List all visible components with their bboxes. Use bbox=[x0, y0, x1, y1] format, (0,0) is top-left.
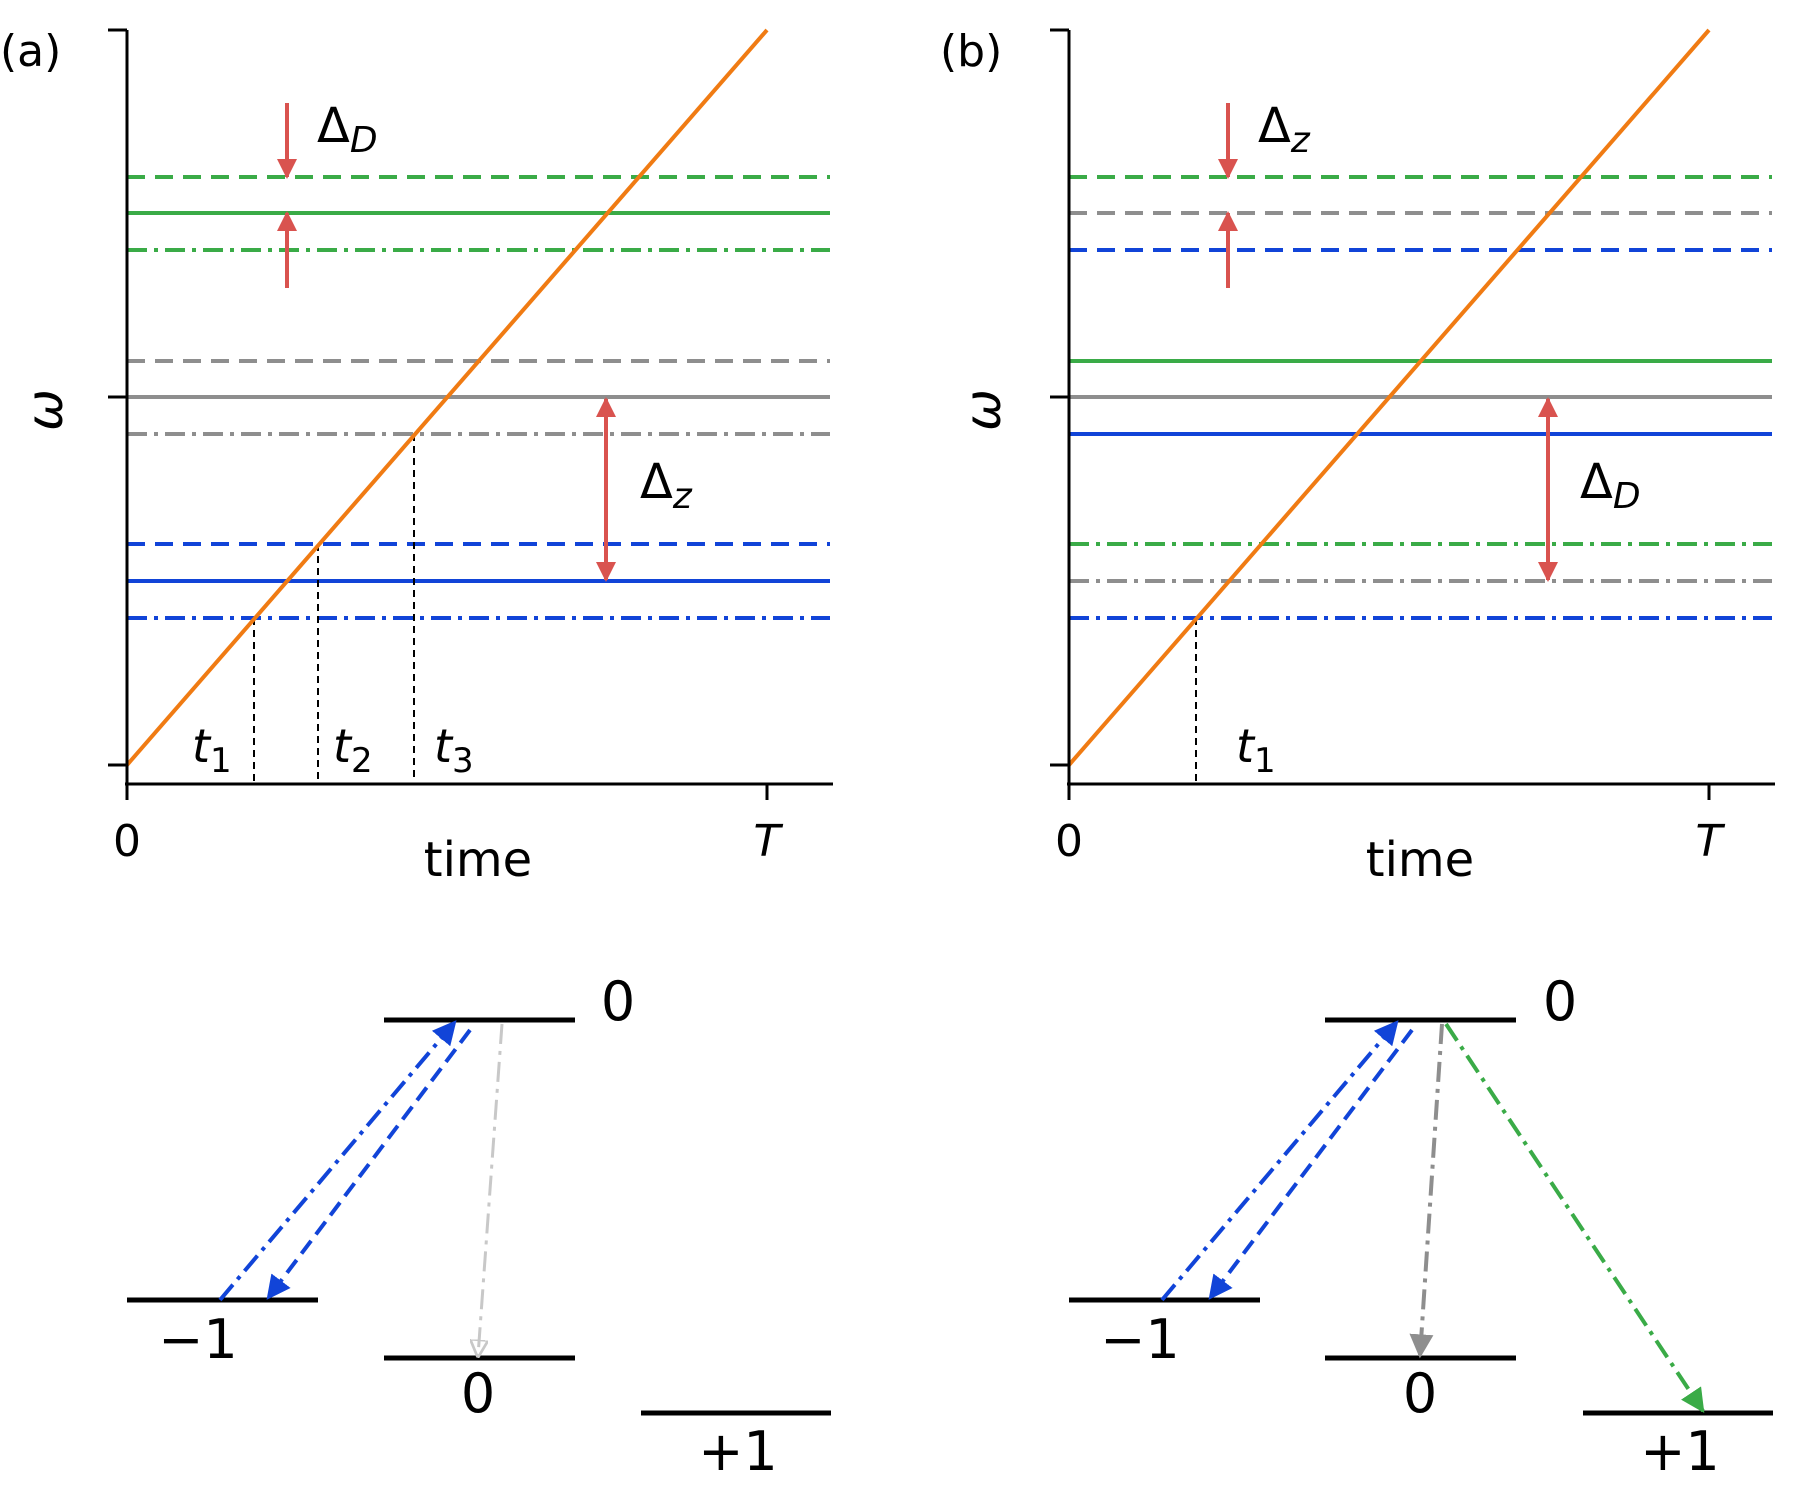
gray-dashdot-transition-arrow bbox=[1409, 1023, 1444, 1359]
green-dashdot-transition-arrow bbox=[1444, 1022, 1705, 1413]
level-diagram-a: 0 −1 0 +1 bbox=[127, 970, 831, 1483]
blue-dashdot-transition-arrow bbox=[1160, 1020, 1399, 1302]
frequency-sweep-line bbox=[1067, 28, 1711, 767]
level-top-label: 0 bbox=[1543, 970, 1577, 1033]
time-label-t1: t1 bbox=[192, 719, 232, 781]
delta-top-label: Δz bbox=[1258, 98, 1311, 161]
time-label-t3: t3 bbox=[434, 719, 474, 781]
level-left-label: −1 bbox=[1100, 1308, 1180, 1371]
level-middle-label: 0 bbox=[1403, 1362, 1437, 1425]
level-middle-label: 0 bbox=[461, 1362, 495, 1425]
panel-a-label: (a) bbox=[0, 26, 61, 77]
blue-dashdot-transition-arrow bbox=[218, 1020, 457, 1302]
delta-mid-label: Δz bbox=[640, 454, 693, 517]
x-tick-label-end: T bbox=[1696, 816, 1726, 867]
level-top-label: 0 bbox=[601, 970, 635, 1033]
level-right-label: +1 bbox=[698, 1420, 778, 1483]
blue-dashed-transition-arrow bbox=[1208, 1028, 1414, 1300]
level-diagram-b: 0 −1 0 +1 bbox=[1069, 970, 1773, 1483]
x-axis-label: time bbox=[424, 832, 532, 888]
y-axis-label: ω bbox=[16, 389, 74, 431]
level-right-label: +1 bbox=[1640, 1420, 1720, 1483]
x-tick-label-end: T bbox=[754, 816, 784, 867]
delta-mid-label: ΔD bbox=[1580, 454, 1641, 517]
x-tick-label-start: 0 bbox=[113, 816, 141, 867]
panel-a: (a) ω 0 T time t1 t2 t3 ΔD Δz bbox=[0, 26, 833, 888]
light-gray-dashdot-transition-arrow bbox=[478, 1023, 504, 1356]
panel-b: (b) ω 0 T time t1 Δz ΔD bbox=[940, 26, 1775, 888]
time-label-t1: t1 bbox=[1236, 719, 1276, 781]
level-left-label: −1 bbox=[158, 1308, 238, 1371]
frequency-sweep-line bbox=[125, 28, 769, 767]
delta-top-label: ΔD bbox=[317, 98, 378, 161]
blue-dashed-transition-arrow bbox=[266, 1028, 472, 1300]
y-axis-label: ω bbox=[954, 389, 1012, 431]
x-tick-label-start: 0 bbox=[1055, 816, 1083, 867]
x-axis-label: time bbox=[1366, 832, 1474, 888]
time-label-t2: t2 bbox=[333, 719, 373, 781]
panel-b-label: (b) bbox=[940, 26, 1002, 77]
